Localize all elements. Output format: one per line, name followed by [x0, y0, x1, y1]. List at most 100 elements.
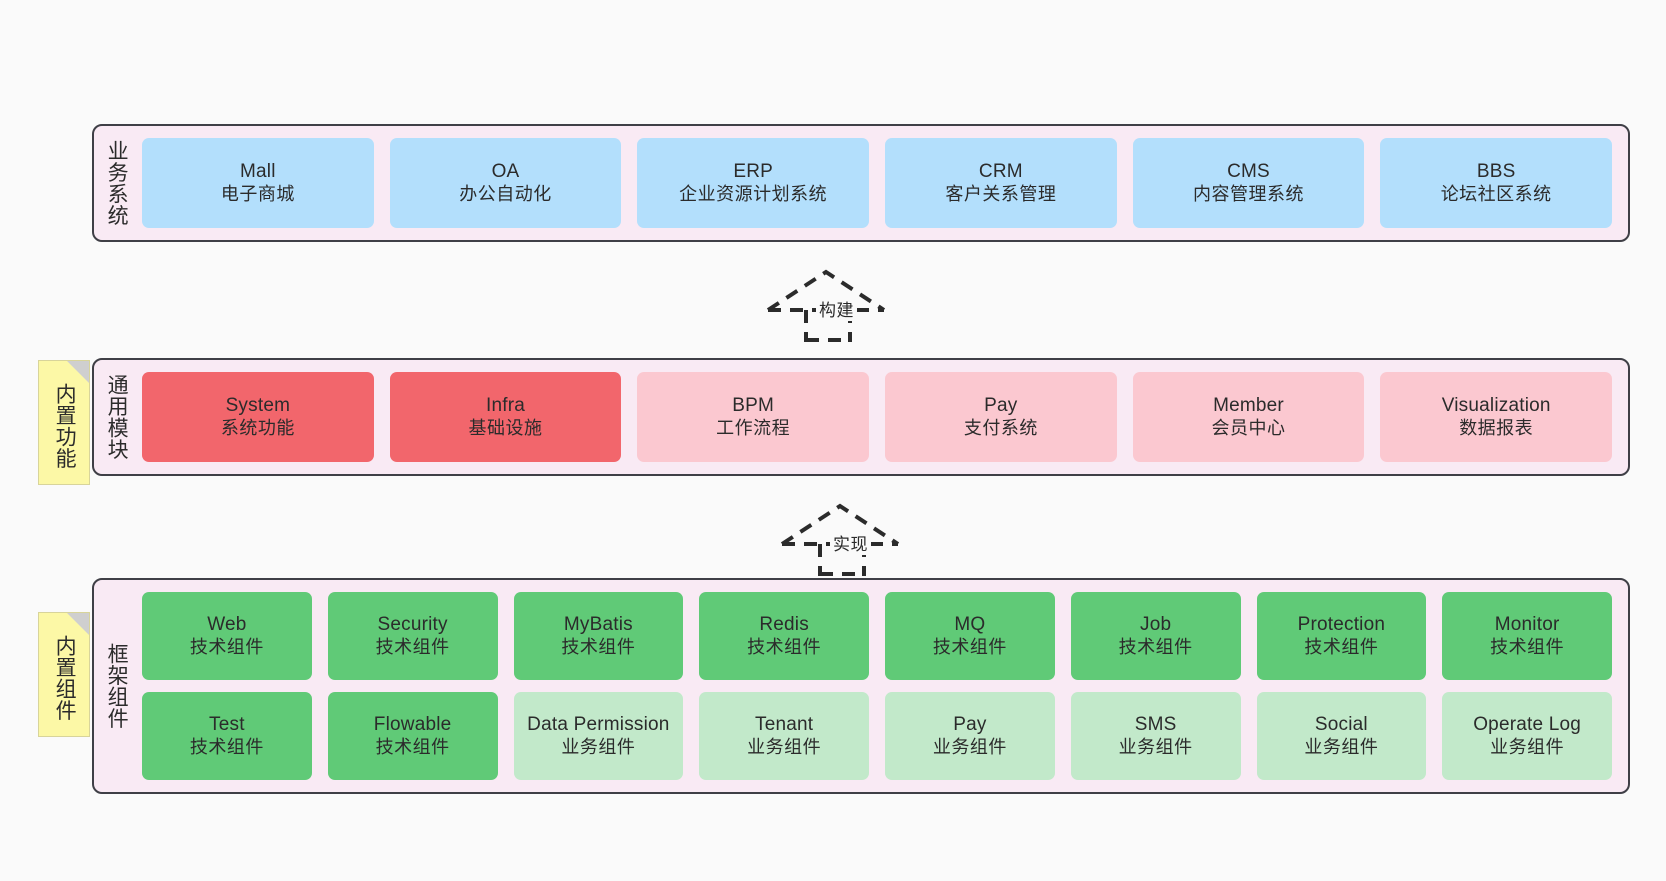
layer-title-common-module: 通用模块 — [105, 374, 129, 460]
card-member[interactable]: Member 会员中心 — [1132, 372, 1365, 462]
card-title: MyBatis — [563, 614, 633, 636]
card-subtitle: 客户关系管理 — [945, 183, 1057, 204]
layer-business-system: 业务系统 Mall 电子商城 OA 办公自动化 ERP 企业资源计划系统 CRM… — [92, 124, 1630, 242]
card-title: Job — [1140, 614, 1172, 636]
card-subtitle: 技术组件 — [932, 636, 1007, 657]
card-subtitle: 数据报表 — [1459, 417, 1534, 438]
card-title: CRM — [978, 161, 1023, 183]
card-row: Web 技术组件 Security 技术组件 MyBatis 技术组件 Redi… — [142, 592, 1612, 680]
note-fold-corner — [67, 613, 89, 635]
card-system[interactable]: System 系统功能 — [142, 372, 374, 462]
card-subtitle: 业务组件 — [932, 736, 1007, 757]
card-data-permission[interactable]: Data Permission 业务组件 — [513, 692, 684, 780]
card-row: Test 技术组件 Flowable 技术组件 Data Permission … — [142, 692, 1612, 780]
card-infra[interactable]: Infra 基础设施 — [389, 372, 622, 462]
card-subtitle: 系统功能 — [220, 417, 295, 438]
card-title: Flowable — [373, 714, 452, 736]
card-security[interactable]: Security 技术组件 — [327, 592, 498, 680]
build-arrowhead — [766, 269, 886, 312]
card-web[interactable]: Web 技术组件 — [142, 592, 312, 680]
card-title: ERP — [733, 161, 774, 183]
card-bpm[interactable]: BPM 工作流程 — [637, 372, 870, 462]
card-title: Operate Log — [1473, 714, 1582, 736]
card-subtitle: 论坛社区系统 — [1440, 183, 1552, 204]
card-subtitle: 技术组件 — [747, 636, 822, 657]
card-title: System — [225, 395, 291, 417]
card-title: BPM — [732, 395, 775, 417]
card-subtitle: 技术组件 — [375, 736, 450, 757]
builtin-component-note: 内置组件 — [38, 612, 90, 737]
build-connector: 构建 — [758, 262, 908, 342]
card-title: CMS — [1227, 161, 1270, 183]
card-subtitle: 技术组件 — [375, 636, 450, 657]
card-test[interactable]: Test 技术组件 — [142, 692, 312, 780]
card-title: Monitor — [1494, 614, 1560, 636]
card-title: Member — [1213, 395, 1284, 417]
card-subtitle: 技术组件 — [189, 736, 264, 757]
card-pay-business[interactable]: Pay 业务组件 — [885, 692, 1055, 780]
card-subtitle: 业务组件 — [561, 736, 636, 757]
card-social[interactable]: Social 业务组件 — [1256, 692, 1427, 780]
note-fold-corner — [67, 361, 89, 383]
card-subtitle: 技术组件 — [561, 636, 636, 657]
card-flowable[interactable]: Flowable 技术组件 — [327, 692, 498, 780]
layer-body-business-system: Mall 电子商城 OA 办公自动化 ERP 企业资源计划系统 CRM 客户关系… — [138, 126, 1628, 240]
layer-body-common-module: System 系统功能 Infra 基础设施 BPM 工作流程 Pay 支付系统… — [138, 360, 1628, 474]
card-mall[interactable]: Mall 电子商城 — [142, 138, 374, 228]
card-subtitle: 技术组件 — [189, 636, 264, 657]
card-subtitle: 会员中心 — [1211, 417, 1286, 438]
implement-connector: 实现 — [772, 496, 922, 576]
card-oa[interactable]: OA 办公自动化 — [389, 138, 622, 228]
card-title: Redis — [759, 614, 809, 636]
card-row: Mall 电子商城 OA 办公自动化 ERP 企业资源计划系统 CRM 客户关系… — [142, 138, 1613, 228]
layer-body-framework-component: Web 技术组件 Security 技术组件 MyBatis 技术组件 Redi… — [138, 580, 1628, 792]
implement-connector-label: 实现 — [830, 530, 871, 555]
card-visualization[interactable]: Visualization 数据报表 — [1380, 372, 1613, 462]
card-erp[interactable]: ERP 企业资源计划系统 — [637, 138, 870, 228]
card-title: Test — [209, 714, 245, 736]
card-subtitle: 办公自动化 — [459, 183, 552, 204]
card-title: Pay — [953, 714, 987, 736]
builtin-component-note-label: 内置组件 — [53, 634, 77, 721]
card-title: OA — [491, 161, 520, 183]
card-title: Pay — [984, 395, 1018, 417]
card-title: Tenant — [755, 714, 814, 736]
card-protection[interactable]: Protection 技术组件 — [1256, 592, 1427, 680]
card-subtitle: 内容管理系统 — [1193, 183, 1305, 204]
layer-common-module: 通用模块 System 系统功能 Infra 基础设施 BPM 工作流程 Pay… — [92, 358, 1630, 476]
card-title: Security — [377, 614, 448, 636]
card-subtitle: 企业资源计划系统 — [679, 183, 828, 204]
card-subtitle: 技术组件 — [1304, 636, 1379, 657]
card-pay[interactable]: Pay 支付系统 — [885, 372, 1117, 462]
card-mybatis[interactable]: MyBatis 技术组件 — [513, 592, 684, 680]
card-sms[interactable]: SMS 业务组件 — [1070, 692, 1241, 780]
card-tenant[interactable]: Tenant 业务组件 — [699, 692, 869, 780]
card-monitor[interactable]: Monitor 技术组件 — [1442, 592, 1612, 680]
builtin-function-note-label: 内置功能 — [53, 382, 77, 469]
card-title: Social — [1314, 714, 1368, 736]
card-redis[interactable]: Redis 技术组件 — [699, 592, 869, 680]
card-crm[interactable]: CRM 客户关系管理 — [885, 138, 1117, 228]
builtin-function-note: 内置功能 — [38, 360, 90, 485]
card-subtitle: 支付系统 — [963, 417, 1038, 438]
card-cms[interactable]: CMS 内容管理系统 — [1132, 138, 1365, 228]
card-mq[interactable]: MQ 技术组件 — [885, 592, 1055, 680]
card-title: Protection — [1297, 614, 1386, 636]
card-subtitle: 基础设施 — [468, 417, 543, 438]
build-connector-label: 构建 — [816, 296, 857, 321]
implement-arrowhead — [780, 503, 900, 546]
card-operate-log[interactable]: Operate Log 业务组件 — [1442, 692, 1612, 780]
card-subtitle: 工作流程 — [716, 417, 791, 438]
card-subtitle: 业务组件 — [1490, 736, 1565, 757]
layer-title-business-system: 业务系统 — [105, 140, 129, 226]
card-title: Mall — [240, 161, 276, 183]
card-title: Infra — [485, 395, 526, 417]
card-subtitle: 业务组件 — [747, 736, 822, 757]
card-subtitle: 技术组件 — [1118, 636, 1193, 657]
layer-framework-component: 框架组件 Web 技术组件 Security 技术组件 MyBatis 技术组件… — [92, 578, 1630, 794]
card-subtitle: 技术组件 — [1490, 636, 1565, 657]
card-title: Data Permission — [527, 714, 670, 736]
card-bbs[interactable]: BBS 论坛社区系统 — [1380, 138, 1613, 228]
card-job[interactable]: Job 技术组件 — [1070, 592, 1241, 680]
